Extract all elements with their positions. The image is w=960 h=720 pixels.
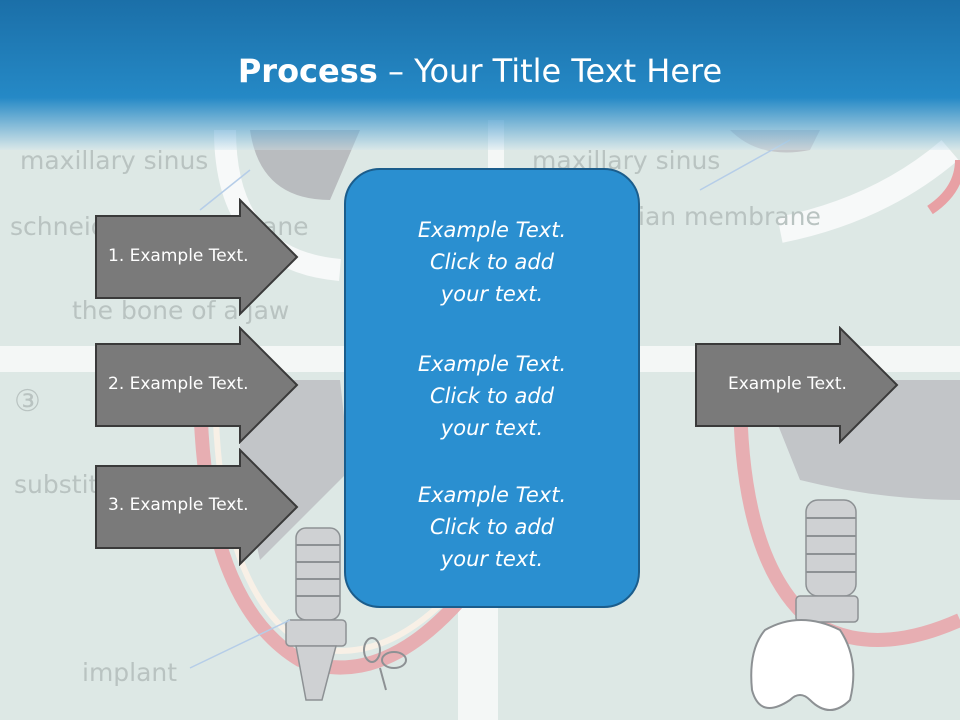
center-paragraph-1-line-2: Click to add bbox=[429, 250, 554, 274]
bg-label-substit: substit bbox=[14, 470, 99, 499]
left-arrow-1-label: 1. Example Text. bbox=[108, 246, 249, 266]
right-arrow-label: Example Text. bbox=[728, 374, 847, 394]
center-paragraph-1-line-3: your text. bbox=[440, 282, 544, 306]
slide-title[interactable]: Process – Your Title Text Here bbox=[0, 52, 960, 90]
left-arrow-2[interactable] bbox=[94, 326, 300, 444]
center-paragraph-2: Example Text. Click to add your text. bbox=[346, 348, 638, 444]
left-arrow-3[interactable] bbox=[94, 448, 300, 566]
left-arrow-3-label: 3. Example Text. bbox=[108, 495, 249, 515]
center-paragraph-3-line-3: your text. bbox=[440, 547, 544, 571]
bg-label-step-three: ③ bbox=[14, 384, 41, 419]
center-paragraph-2-line-1: Example Text. bbox=[417, 352, 567, 376]
bg-label-implant: implant bbox=[82, 658, 178, 687]
title-rest: – Your Title Text Here bbox=[377, 52, 723, 90]
center-paragraph-3: Example Text. Click to add your text. bbox=[346, 479, 638, 575]
left-arrow-1[interactable] bbox=[94, 198, 300, 316]
center-paragraph-2-line-2: Click to add bbox=[429, 384, 554, 408]
left-arrow-2-label: 2. Example Text. bbox=[108, 374, 249, 394]
center-paragraph-1-line-1: Example Text. bbox=[417, 218, 567, 242]
center-text-box[interactable]: Example Text. Click to add your text. Ex… bbox=[344, 168, 640, 608]
center-paragraph-3-line-1: Example Text. bbox=[417, 483, 567, 507]
bg-label-schneid: schneid bbox=[10, 212, 107, 241]
center-paragraph-1: Example Text. Click to add your text. bbox=[346, 214, 638, 310]
title-bold: Process bbox=[237, 52, 378, 90]
center-paragraph-2-line-3: your text. bbox=[440, 416, 544, 440]
right-arrow[interactable] bbox=[694, 326, 900, 444]
bg-label-ian-membrane: ian membrane bbox=[638, 202, 821, 231]
bg-label-maxillary-sinus-left: maxillary sinus bbox=[20, 146, 209, 175]
header-band bbox=[0, 0, 960, 150]
center-paragraph-3-line-2: Click to add bbox=[429, 515, 554, 539]
